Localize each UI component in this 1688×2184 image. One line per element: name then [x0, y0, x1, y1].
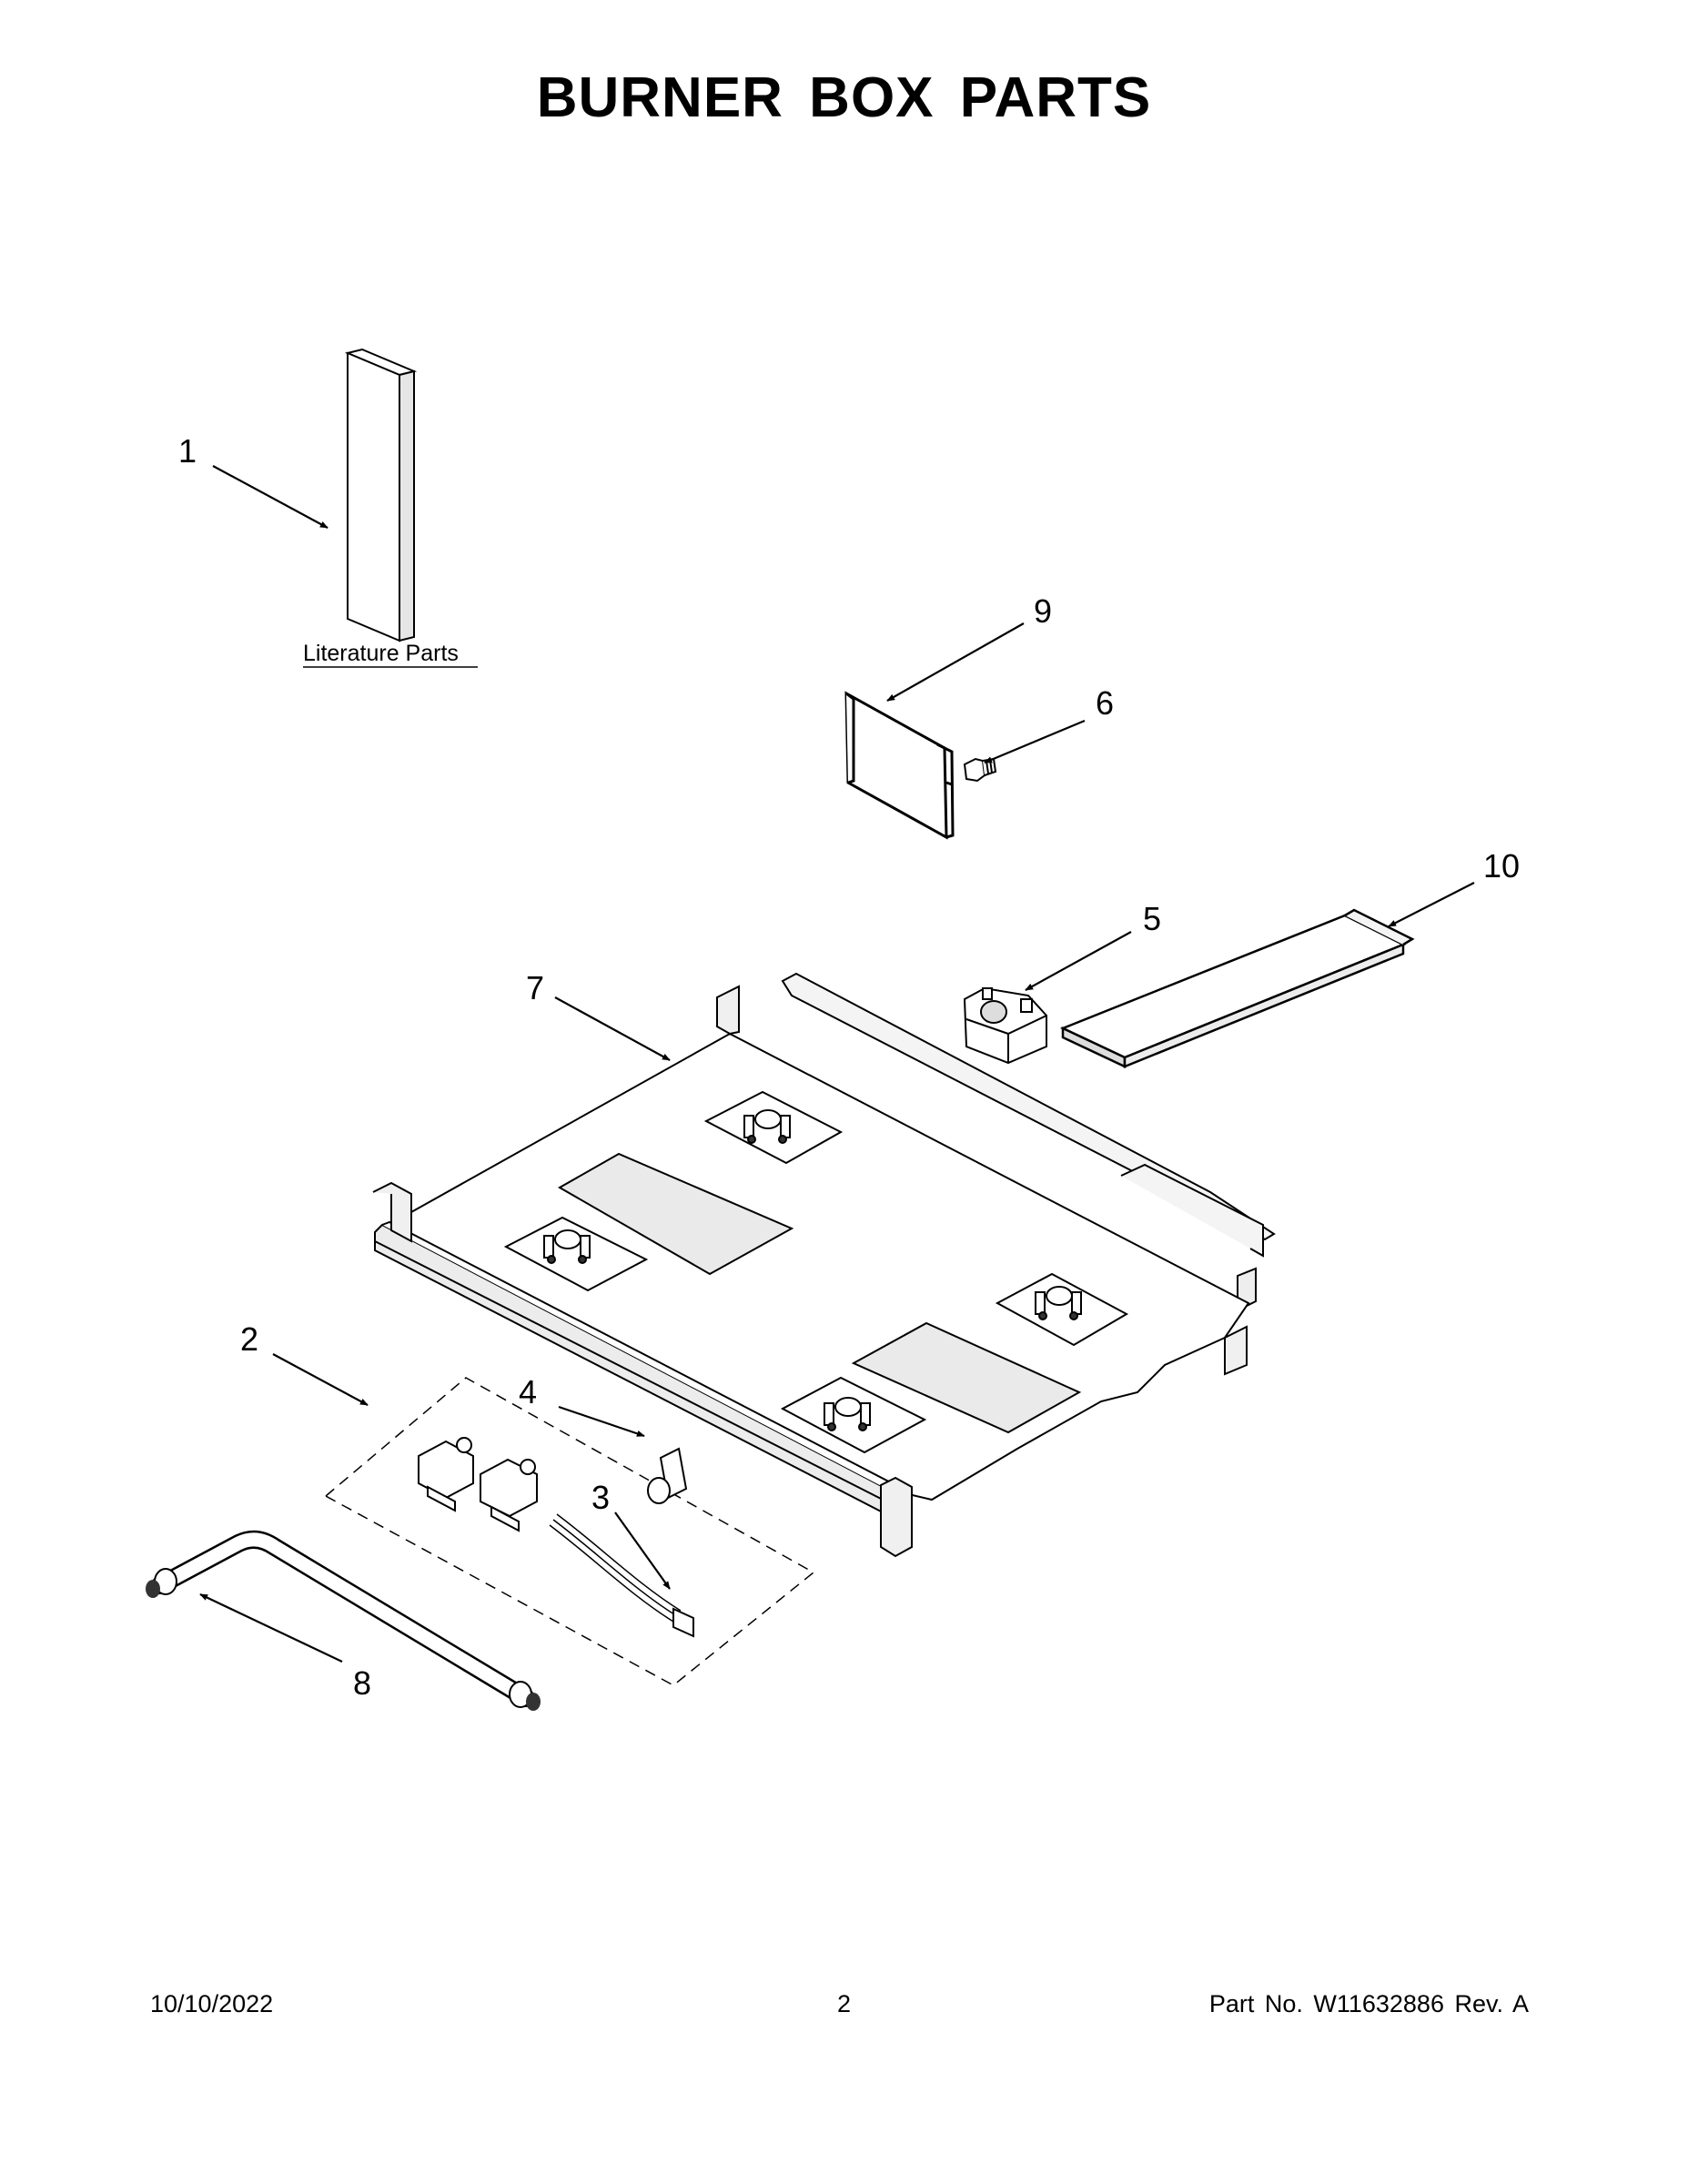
callout-8: 8 — [353, 1664, 371, 1702]
callout-3: 3 — [591, 1479, 610, 1516]
valve-group-outline — [324, 1377, 815, 1686]
callout-9: 9 — [1034, 592, 1052, 630]
callout-5: 5 — [1143, 900, 1161, 937]
literature-booklet — [344, 348, 418, 642]
screw — [963, 757, 997, 783]
gas-valves — [418, 1437, 538, 1532]
wire-harness — [549, 1513, 694, 1638]
orifice-fitting — [647, 1447, 688, 1504]
burner-mounts — [543, 1109, 1082, 1431]
callout-2: 2 — [240, 1320, 258, 1358]
bracket-plate — [844, 691, 955, 840]
footer-part-number: Part No. W11632886 Rev. A — [1208, 1990, 1529, 2017]
callout-1: 1 — [178, 432, 197, 470]
footer-page-number: 2 — [836, 1990, 852, 2017]
gas-tube — [146, 1530, 541, 1711]
spark-module — [963, 986, 1047, 1065]
callout-6: 6 — [1096, 684, 1114, 722]
footer-date: 10/10/2022 — [150, 1990, 274, 2017]
callout-7: 7 — [526, 969, 544, 1006]
callout-10: 10 — [1483, 847, 1520, 885]
literature-parts-label: Literature Parts — [303, 641, 459, 666]
leader-arrows — [199, 465, 1475, 1663]
callout-4: 4 — [519, 1373, 537, 1410]
burner-box-chassis — [372, 972, 1276, 1558]
cover-panel — [1059, 908, 1415, 1068]
page-title: BURNER BOX PARTS — [536, 66, 1152, 129]
